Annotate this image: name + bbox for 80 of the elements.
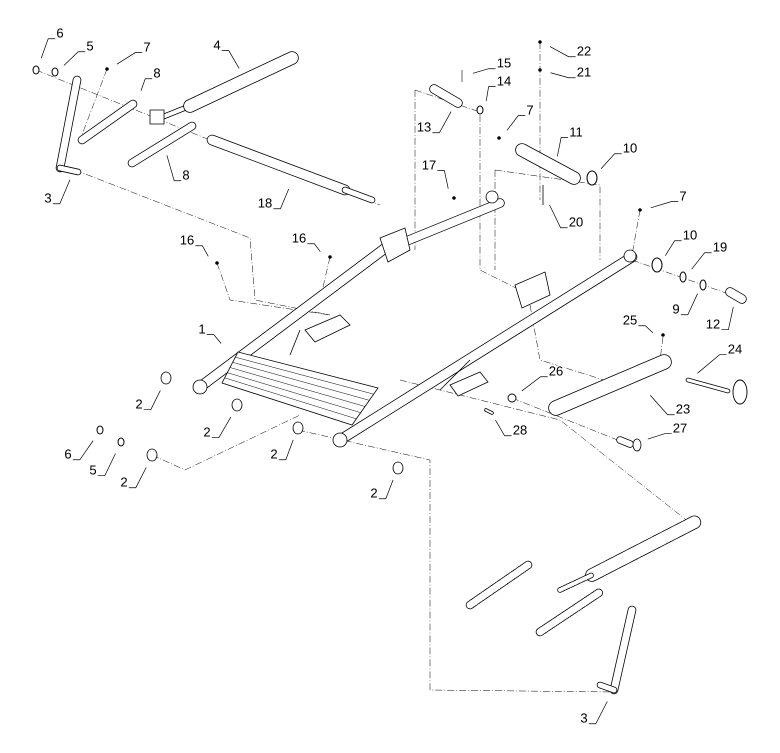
callout-number: 3 — [43, 192, 53, 204]
callout-number: 5 — [88, 464, 98, 476]
leader-line — [221, 50, 240, 69]
callout-number: 8 — [152, 67, 162, 79]
leader-line — [128, 467, 147, 488]
callout-number: 26 — [548, 365, 564, 377]
leader-line — [437, 170, 449, 189]
leader-line — [273, 188, 290, 210]
callout-number: 3 — [579, 712, 589, 724]
callout-number: 2 — [119, 476, 129, 488]
leader-line — [680, 293, 698, 316]
callout-number: 19 — [712, 241, 728, 253]
leader-line — [647, 433, 672, 440]
callout-number: 18 — [256, 197, 274, 209]
callout-number: 2 — [202, 426, 212, 438]
callout-number: 4 — [212, 40, 222, 50]
callout-number: 2 — [369, 487, 379, 499]
callout-number: 11 — [568, 126, 584, 138]
leader-line — [52, 179, 70, 204]
leader-line — [166, 154, 182, 182]
leader-line — [691, 252, 712, 270]
leader-line — [550, 72, 576, 78]
leader-line — [97, 453, 116, 476]
callout-number: 12 — [704, 318, 722, 330]
leader-line — [195, 245, 209, 257]
leader-line — [697, 354, 727, 374]
callout-number: 25 — [622, 314, 638, 326]
leader-line — [486, 86, 496, 102]
callout-number: 14 — [496, 76, 512, 86]
callout-number: 6 — [55, 27, 65, 39]
callout-number: 8 — [181, 169, 191, 181]
leader-line — [278, 440, 294, 460]
leader-line — [140, 78, 153, 92]
leader-line — [721, 306, 734, 330]
leader-line — [550, 46, 576, 58]
callout-number: 20 — [568, 216, 584, 228]
callout-number: 2 — [269, 448, 279, 460]
callout-number: 27 — [672, 422, 688, 434]
leader-line — [143, 390, 161, 410]
leader-line — [549, 204, 568, 228]
callout-number: 6 — [63, 448, 73, 460]
callout-number: 7 — [525, 104, 535, 116]
leader-line — [506, 115, 526, 131]
leader-line — [211, 416, 232, 438]
callout-number: 2 — [134, 398, 144, 410]
callout-number: 13 — [416, 121, 432, 133]
callout-number: 17 — [420, 160, 438, 170]
leader-line — [40, 38, 56, 59]
leader-line — [472, 68, 496, 74]
leader-line — [307, 243, 321, 252]
leader-line — [650, 201, 679, 208]
callout-number: 5 — [85, 40, 95, 52]
callout-number: 1 — [197, 324, 207, 334]
callout-number: 16 — [178, 234, 196, 246]
callout-number: 28 — [512, 424, 528, 436]
callout-number: 10 — [682, 229, 698, 241]
callout-number: 15 — [496, 57, 512, 69]
callout-number: 24 — [726, 343, 744, 355]
leader-line — [206, 334, 222, 344]
leader-line — [432, 111, 452, 134]
leader-line — [116, 52, 143, 65]
callout-number: 16 — [290, 232, 308, 244]
leader-line — [600, 153, 622, 170]
callout-number: 7 — [678, 190, 688, 202]
leader-line — [588, 701, 608, 724]
leader-line — [521, 376, 548, 392]
callout-number: 9 — [671, 303, 681, 315]
callout-number: 22 — [576, 45, 592, 57]
leader-line — [495, 420, 512, 436]
leader-line — [664, 240, 682, 256]
callout-number: 10 — [622, 142, 638, 154]
callout-number: 21 — [576, 66, 592, 78]
leader-line — [64, 51, 86, 66]
leader-line — [557, 137, 568, 157]
leader-line — [638, 325, 654, 334]
callout-number: 23 — [674, 403, 692, 415]
leader-line — [72, 440, 94, 460]
leader-line — [378, 479, 394, 500]
callout-number: 7 — [142, 42, 152, 52]
leader-line — [650, 394, 675, 416]
